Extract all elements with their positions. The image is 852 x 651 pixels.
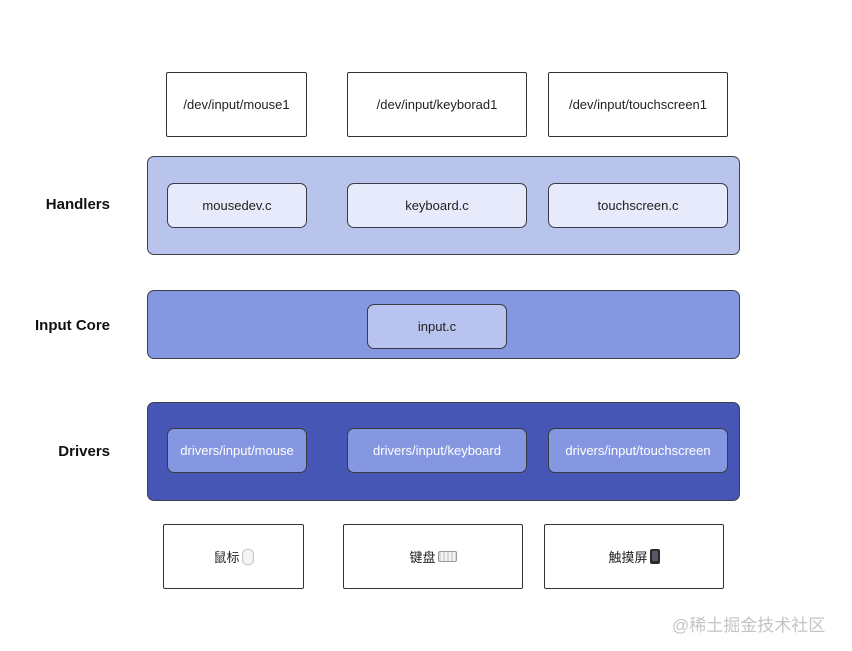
hardware-touchscreen: 触摸屏 [544,524,724,589]
device-file-keyboard-label: /dev/input/keyborad1 [376,97,498,112]
watermark: @稀土掘金技术社区 [672,616,826,635]
module-keyboard: keyboard.c [347,183,527,228]
module-mousedev: mousedev.c [167,183,307,228]
input-core-layer-label: Input Core [35,317,110,334]
device-file-touchscreen-label: /dev/input/touchscreen1 [568,97,708,112]
keyboard-icon [437,551,457,562]
drivers-layer-label: Drivers [58,443,110,460]
hardware-touchscreen-label: 触摸屏 [608,550,648,565]
module-keyboard-label: keyboard.c [405,198,469,213]
module-driver-mouse-label: drivers/input/mouse [180,443,294,458]
module-touchscreen-label: touchscreen.c [597,198,679,213]
hardware-keyboard: 键盘 [343,524,523,589]
module-driver-touchscreen-label: drivers/input/touchscreen [565,443,711,458]
device-file-mouse: /dev/input/mouse1 [166,72,307,137]
module-driver-touchscreen: drivers/input/touchscreen [548,428,728,473]
module-driver-keyboard: drivers/input/keyboard [347,428,527,473]
module-input-label: input.c [417,319,457,334]
device-file-mouse-label: /dev/input/mouse1 [183,97,290,112]
hardware-mouse-label: 鼠标 [213,550,240,565]
hardware-mouse: 鼠标 [163,524,304,589]
device-file-keyboard: /dev/input/keyborad1 [347,72,527,137]
module-touchscreen: touchscreen.c [548,183,728,228]
handlers-layer-label: Handlers [45,196,110,213]
hardware-keyboard-label: 键盘 [409,550,436,565]
mouse-icon [241,548,254,565]
module-driver-mouse: drivers/input/mouse [167,428,307,473]
phone-icon [649,549,660,564]
module-mousedev-label: mousedev.c [202,198,272,213]
device-file-touchscreen: /dev/input/touchscreen1 [548,72,728,137]
module-input: input.c [367,304,507,349]
module-driver-keyboard-label: drivers/input/keyboard [373,443,501,458]
